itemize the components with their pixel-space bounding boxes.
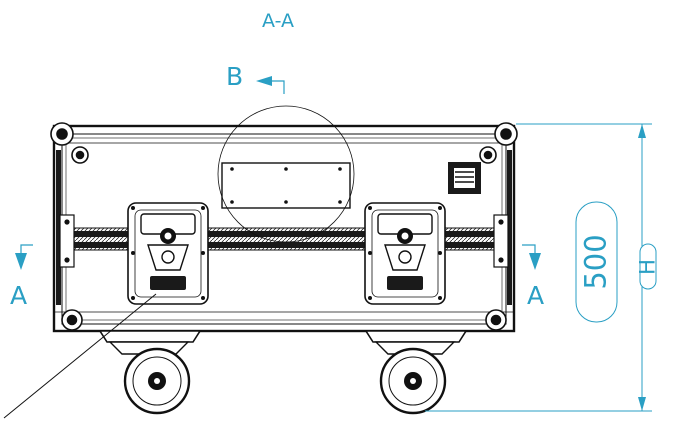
leader-line [3, 293, 157, 419]
dimension-arrow-top [638, 124, 646, 138]
view-arrow-b [256, 76, 285, 94]
dimension-arrow-bottom [638, 397, 646, 411]
view-label-b: B [226, 62, 244, 91]
dimension-lines [425, 123, 657, 412]
corner-protectors [50, 122, 518, 331]
label-plate [221, 162, 351, 209]
caster-right [364, 330, 468, 415]
caster-left [98, 330, 202, 415]
case-side-edges [56, 150, 512, 305]
latch-left [127, 202, 209, 305]
detail-circle-b [217, 105, 355, 243]
section-title: A-A [262, 10, 295, 32]
dimension-value: 500 [578, 234, 613, 290]
section-mark-left: A [10, 281, 28, 310]
hinge-blocks [59, 214, 509, 268]
case-body [52, 124, 516, 333]
vent-grille [448, 162, 481, 194]
section-arrow-left [15, 244, 33, 270]
latch-right [364, 202, 446, 305]
dimension-symbol: H [635, 259, 660, 275]
section-mark-right: A [527, 281, 545, 310]
section-arrow-right [522, 244, 541, 270]
